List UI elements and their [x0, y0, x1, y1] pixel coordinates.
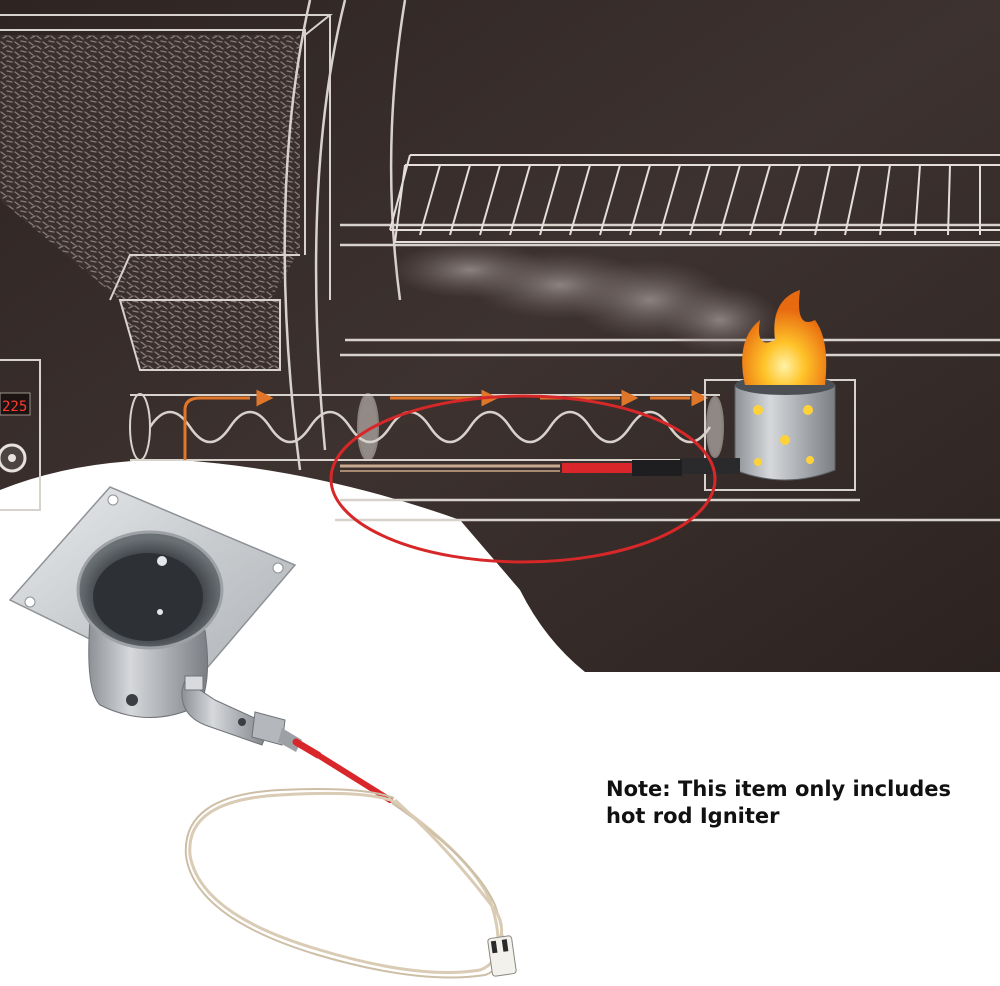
- fire-pot-photo: [8, 486, 297, 746]
- product-note: Note: This item only includes hot rod Ig…: [606, 776, 976, 830]
- temperature-readout: 225: [2, 399, 27, 415]
- igniter-highlight-circle: [329, 394, 717, 564]
- flame-icon: [742, 290, 827, 385]
- smoke-plume: [390, 242, 780, 355]
- note-line-1: Note: This item only includes: [606, 777, 952, 801]
- cooking-grate: [389, 154, 1000, 243]
- controller-panel: 225: [0, 359, 41, 511]
- note-line-2: hot rod Igniter: [606, 804, 780, 828]
- igniter-in-grill: [340, 460, 682, 476]
- auger-tube: [129, 393, 724, 461]
- igniter-photo: [184, 728, 517, 979]
- pellet-hopper: [0, 14, 333, 371]
- temperature-display: [0, 392, 31, 416]
- fire-pot-in-grill: [680, 290, 856, 491]
